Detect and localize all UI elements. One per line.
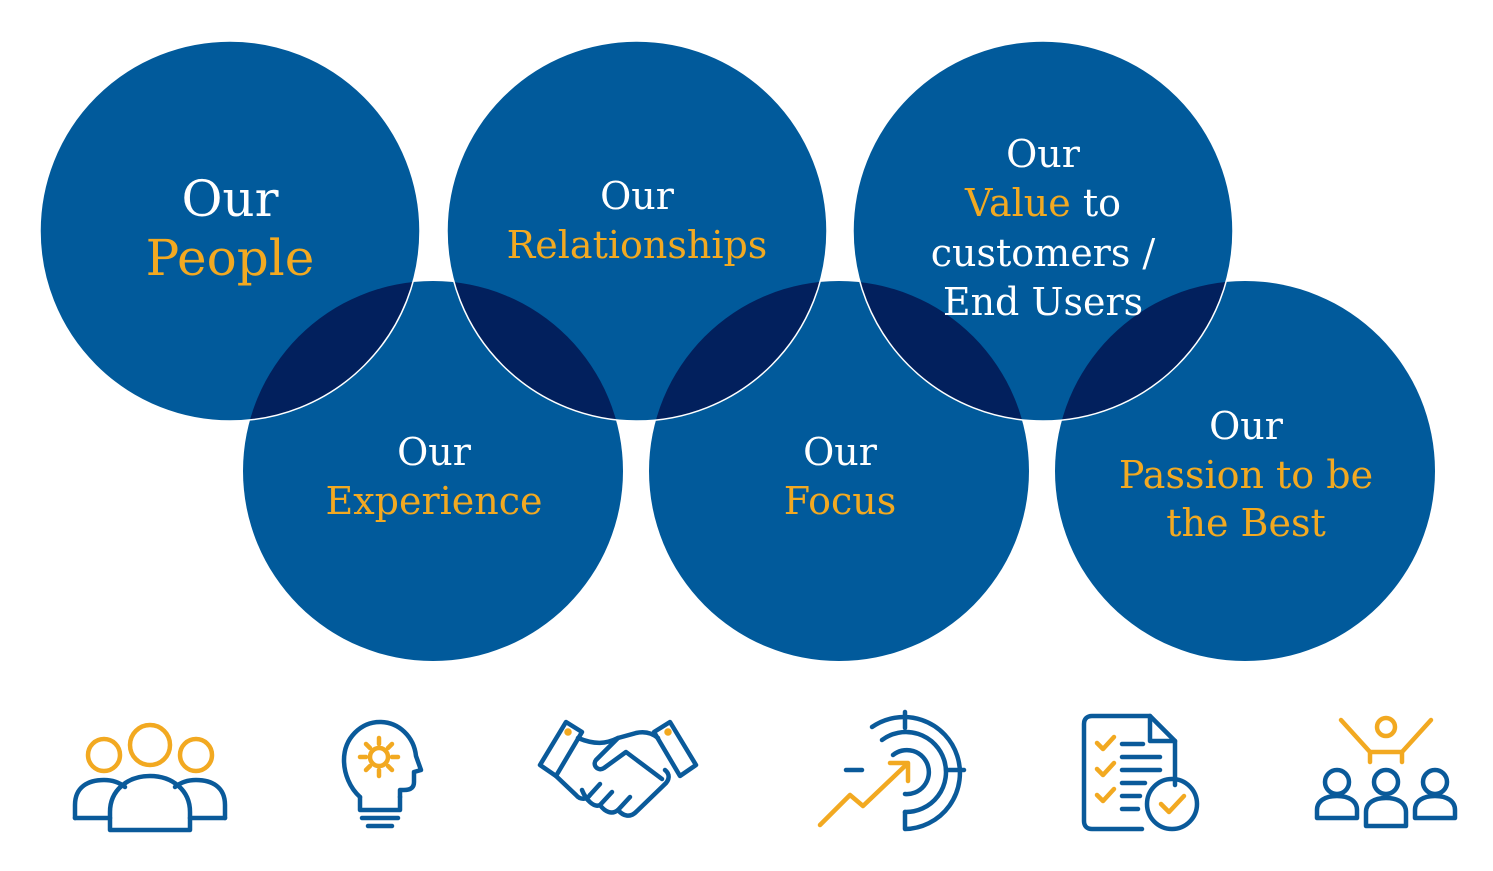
label-line: Our (181, 170, 279, 228)
label-line: Experience (325, 478, 543, 523)
target-growth-icon (817, 709, 967, 832)
overlap-region (447, 281, 623, 421)
circle-label-focus: Our Focus (680, 428, 1000, 525)
label-line: Relationships (506, 222, 768, 267)
circle-label-experience: Our Experience (274, 428, 594, 525)
circle-label-relationships: Our Relationships (477, 172, 797, 269)
label-line: Our (600, 174, 674, 218)
circle-label-value: Our Value to customers / End Users (883, 130, 1203, 328)
label-line: Our (397, 430, 471, 474)
team-icon (72, 722, 228, 833)
label-line: Our (1006, 132, 1080, 176)
circle-outline-people (39, 40, 421, 422)
circle-outline-relationships (446, 40, 828, 422)
circle-label-passion: Our Passion to be the Best (1086, 402, 1406, 548)
circles-layer (39, 40, 1435, 661)
label-line: Passion to be (1118, 452, 1374, 497)
overlap-region (1055, 281, 1233, 421)
label-line: Value to (965, 181, 1121, 226)
label-line: the Best (1166, 501, 1326, 546)
overlap-region (243, 281, 420, 421)
label-line: customers / (930, 230, 1156, 275)
label-line: Our (1209, 404, 1283, 448)
celebrating-team-icon (1314, 715, 1458, 829)
checklist-icon (1081, 713, 1200, 832)
label-line: End Users (942, 280, 1144, 325)
circle-outline-value (852, 40, 1234, 422)
lightbulb-gear-icon (341, 719, 424, 829)
label-line: People (145, 229, 315, 287)
icons-layer (72, 709, 1458, 833)
handshake-icon (537, 719, 699, 818)
label-line: Our (803, 430, 877, 474)
label-line: Focus (783, 478, 897, 523)
overlap-region (649, 281, 827, 421)
overlap-region (853, 281, 1029, 421)
circle-label-people: Our People (80, 170, 380, 288)
